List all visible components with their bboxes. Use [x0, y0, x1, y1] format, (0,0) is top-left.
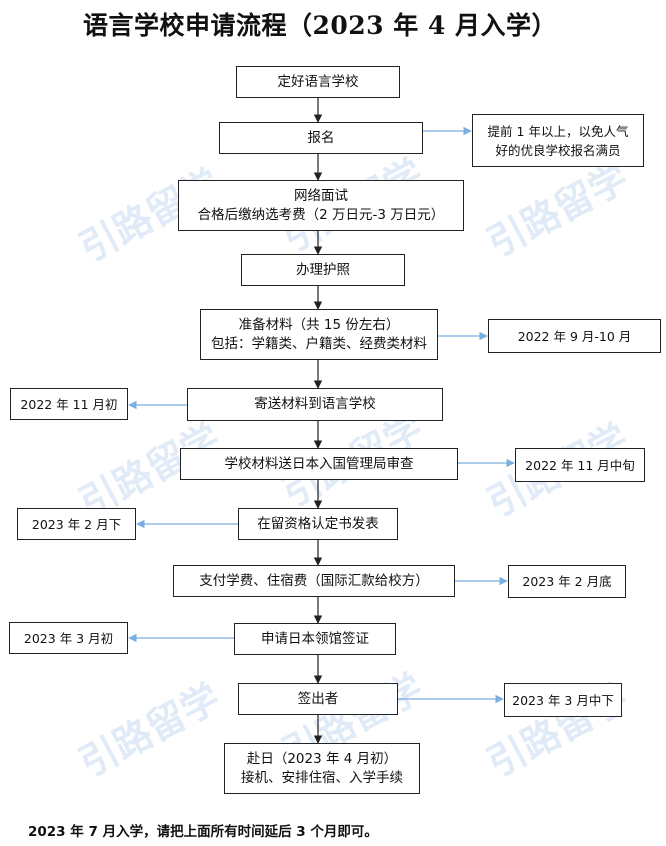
step-text: 在留资格认定书发表 — [257, 515, 379, 532]
note-coe-date: 2023 年 2 月下 — [17, 508, 136, 540]
flow-step-passport: 办理护照 — [241, 254, 405, 286]
note-visa-issued-date: 2023 年 3 月中下 — [504, 683, 622, 717]
flow-step-pay-fees: 支付学费、住宿费（国际汇款给校方） — [173, 565, 455, 597]
flow-step-send-documents: 寄送材料到语言学校 — [187, 388, 443, 421]
page-title: 语言学校申请流程（2023 年 4 月入学） — [82, 11, 558, 40]
flow-step-apply: 报名 — [219, 122, 423, 154]
flow-step-visa-application: 申请日本领馆签证 — [234, 623, 396, 655]
note-apply-early: 提前 1 年以上，以免人气好的优良学校报名满员 — [472, 114, 644, 167]
note-text: 提前 1 年以上，以免人气 — [487, 123, 629, 139]
note-payment-date: 2023 年 2 月底 — [508, 565, 626, 598]
flow-step-coe-issued: 在留资格认定书发表 — [238, 508, 398, 540]
step-text: 寄送材料到语言学校 — [254, 396, 376, 412]
step-text: 办理护照 — [296, 261, 350, 278]
step-text: 接机、安排住宿、入学手续 — [241, 769, 403, 786]
note-text: 2022 年 11 月中旬 — [525, 457, 635, 473]
note-documents-date: 2022 年 9 月-10 月 — [488, 319, 661, 353]
step-text: 准备材料（共 15 份左右） — [238, 316, 400, 333]
flow-step-immigration-review: 学校材料送日本入国管理局审查 — [180, 448, 458, 480]
step-text: 包括：学籍类、户籍类、经费类材料 — [211, 335, 427, 352]
flow-step-visa-issued: 签出者 — [238, 683, 398, 715]
footnote: 2023 年 7 月入学，请把上面所有时间延后 3 个月即可。 — [28, 824, 378, 840]
note-text: 2022 年 9 月-10 月 — [517, 328, 632, 344]
step-text: 学校材料送日本入国管理局审查 — [224, 455, 414, 472]
flow-step-depart-japan: 赴日（2023 年 4 月初） 接机、安排住宿、入学手续 — [224, 743, 420, 794]
note-text: 2022 年 11 月初 — [20, 396, 118, 412]
note-text: 2023 年 3 月初 — [23, 630, 114, 646]
step-text: 支付学费、住宿费（国际汇款给校方） — [199, 572, 429, 589]
note-text: 2023 年 3 月中下 — [512, 692, 614, 708]
step-text: 报名 — [307, 129, 335, 146]
step-text: 签出者 — [297, 690, 339, 707]
flow-step-choose-school: 定好语言学校 — [236, 66, 400, 98]
note-review-date: 2022 年 11 月中旬 — [515, 448, 645, 482]
note-text: 好的优良学校报名满员 — [495, 142, 621, 158]
note-text: 2023 年 2 月底 — [522, 574, 612, 589]
note-text: 2023 年 2 月下 — [31, 516, 122, 532]
note-send-date: 2022 年 11 月初 — [10, 388, 128, 420]
flow-step-interview: 网络面试合格后缴纳选考费（2 万日元-3 万日元） — [178, 180, 464, 231]
step-text: 定好语言学校 — [277, 73, 359, 90]
step-text: 申请日本领馆签证 — [261, 630, 369, 647]
note-visa-application-date: 2023 年 3 月初 — [9, 622, 128, 654]
step-text: 赴日（2023 年 4 月初） — [246, 750, 398, 767]
flow-step-prepare-documents: 准备材料（共 15 份左右） 包括：学籍类、户籍类、经费类材料 — [200, 309, 438, 360]
step-text: 合格后缴纳选考费（2 万日元-3 万日元） — [197, 206, 445, 223]
step-text: 网络面试 — [294, 187, 348, 204]
